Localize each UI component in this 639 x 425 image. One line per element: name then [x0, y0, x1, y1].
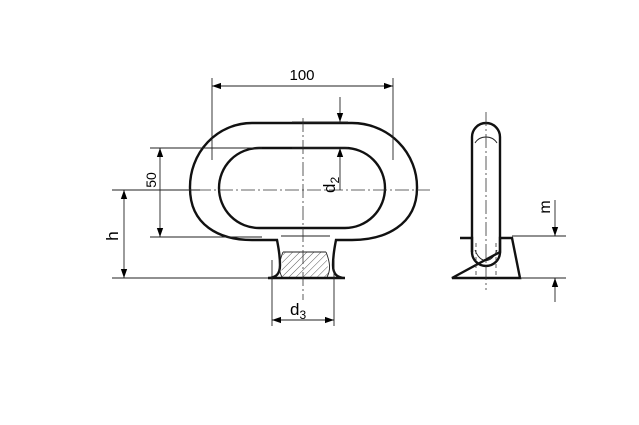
h-label: h	[103, 231, 122, 240]
inner-height-label: 50	[143, 172, 159, 188]
inner-opening-outline	[217, 146, 387, 230]
side-view: m	[451, 112, 566, 302]
side-base-outline	[451, 236, 522, 280]
front-view: 100 50 d2 h d3	[103, 67, 430, 326]
d2-label: d2	[320, 177, 342, 193]
hub-thread-outline	[279, 251, 330, 278]
hub-section-hatch	[281, 252, 329, 277]
m-label: m	[537, 200, 554, 213]
outer-ring-outline	[188, 121, 419, 280]
width-label: 100	[289, 67, 314, 84]
d3-label: d3	[290, 300, 306, 322]
